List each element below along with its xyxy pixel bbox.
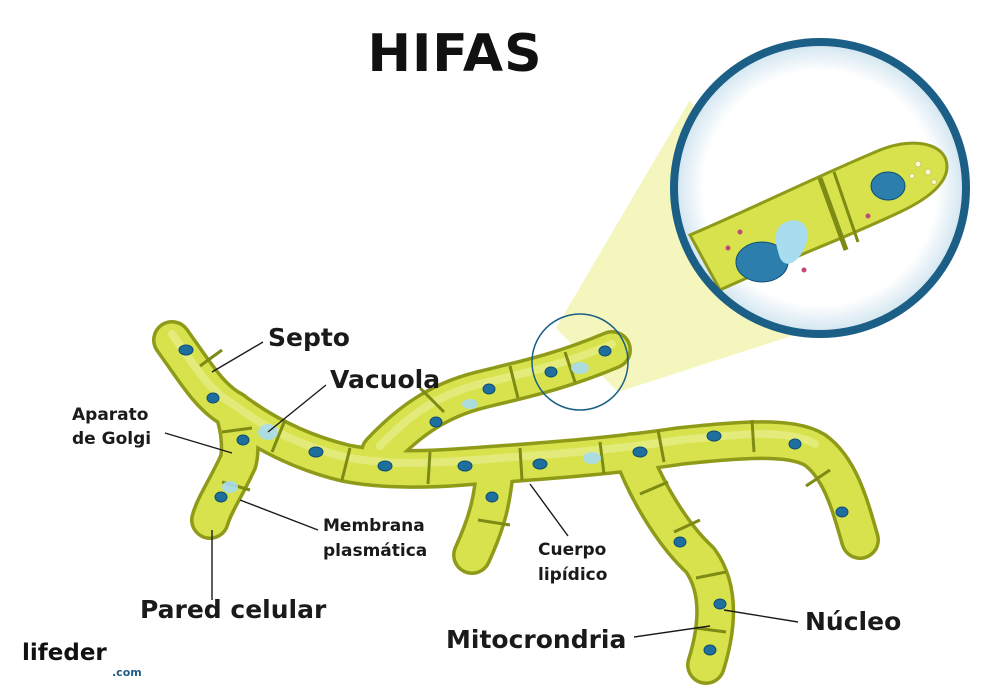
diagram-title: HIFAS — [367, 24, 543, 84]
label-septo: Septo — [268, 323, 350, 352]
vacuoles — [222, 362, 601, 493]
label-mitocondria: Mitocrondria — [446, 625, 627, 654]
label-golgi-line1: Aparato — [72, 405, 149, 425]
label-vacuola: Vacuola — [330, 365, 441, 394]
label-membrana-line1: Membrana — [323, 516, 425, 536]
label-cuerpo-line2: lipídico — [538, 565, 608, 585]
lifeder-logo: lifeder — [22, 640, 107, 666]
nuclei — [178, 344, 849, 656]
label-nucleo: Núcleo — [805, 607, 902, 636]
lifeder-logo-suffix: .com — [112, 666, 142, 679]
magnified-region — [531, 313, 629, 411]
label-cuerpo-line1: Cuerpo — [538, 540, 607, 560]
label-pared-celular: Pared celular — [140, 595, 327, 624]
label-golgi-line2: de Golgi — [72, 429, 152, 449]
label-membrana-line2: plasmática — [323, 541, 428, 561]
magnifier-lens — [670, 38, 970, 338]
leader-lines — [164, 341, 799, 638]
